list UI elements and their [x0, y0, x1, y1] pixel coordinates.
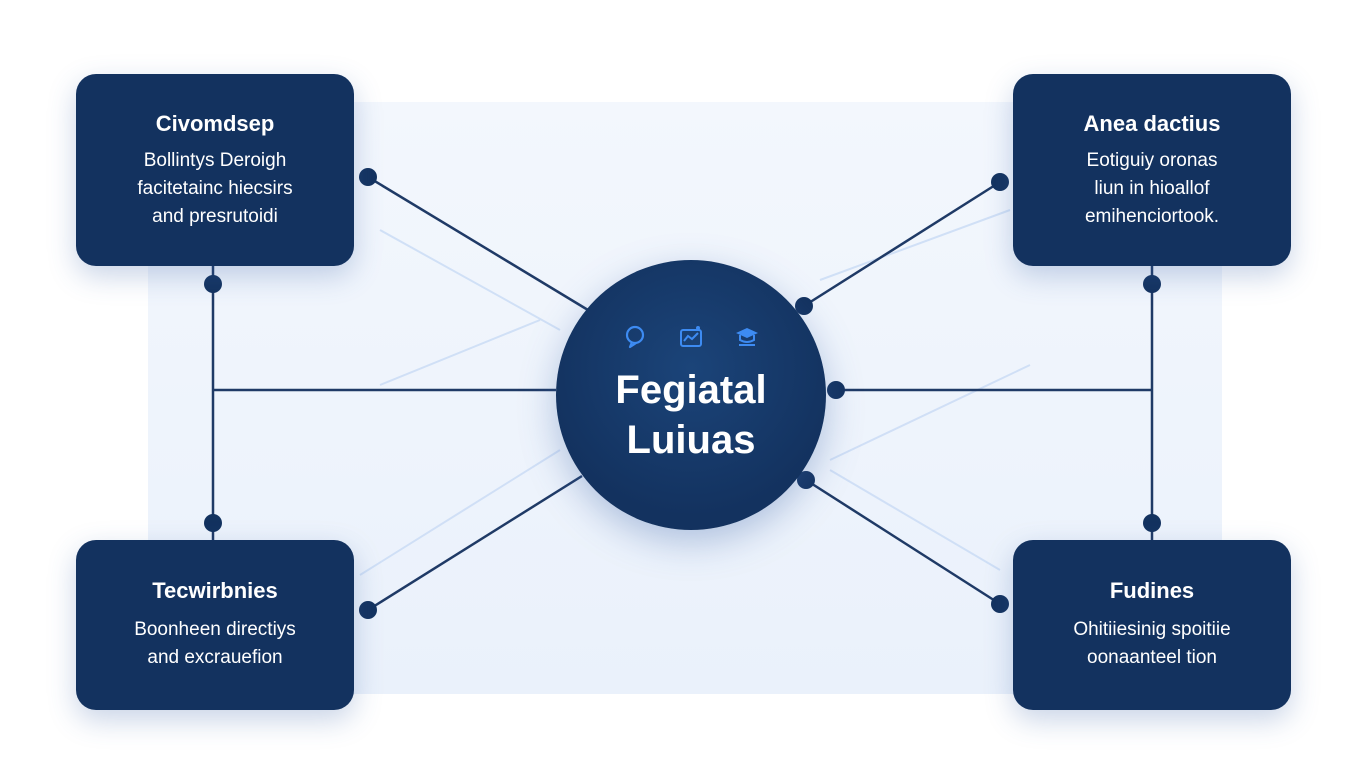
card-body: Boonheen directiys and excrauefion — [76, 616, 354, 672]
junction-dot — [797, 471, 815, 489]
chart-icon — [678, 324, 704, 350]
connector-top-left — [367, 175, 589, 312]
card-line: and presrutoidi — [152, 206, 278, 227]
card-title: Anea dactius — [1083, 111, 1221, 136]
junction-dot — [204, 514, 222, 532]
junction-dot — [359, 168, 377, 186]
card-line: emihenciortook. — [1084, 206, 1220, 227]
hub-title-line-2: Luiuas — [626, 418, 756, 462]
chat-bubble-icon — [622, 324, 648, 350]
card-line: Eotiguiy oronas — [1086, 150, 1218, 171]
hub-icon-row — [556, 324, 826, 350]
card-bottom-right: Fudines Ohitiiesinig spoitiie oonaanteel… — [1013, 540, 1291, 710]
card-body: Bollintys Deroigh facitetainc hiecsirs a… — [76, 147, 354, 231]
card-line: oonaanteel tion — [1087, 647, 1217, 668]
card-line: and excrauefion — [147, 647, 283, 668]
card-line: Bollintys Deroigh — [143, 150, 287, 171]
card-bottom-left: Tecwirbnies Boonheen directiys and excra… — [76, 540, 354, 710]
graduation-cap-icon — [734, 324, 760, 350]
junction-dot — [359, 601, 377, 619]
central-hub: Fegiatal Luiuas — [556, 260, 826, 530]
card-line: Ohitiiesinig spoitiie — [1073, 619, 1231, 640]
card-body: Eotiguiy oronas liun in hioallof emihenc… — [1013, 147, 1291, 231]
hub-title-line-1: Fegiatal — [615, 368, 767, 412]
junction-dot — [991, 595, 1009, 613]
junction-dot — [991, 173, 1009, 191]
card-top-right: Anea dactius Eotiguiy oronas liun in hio… — [1013, 74, 1291, 266]
junction-dot — [827, 381, 845, 399]
connector-bottom-left — [367, 474, 583, 612]
connector-top-right — [803, 180, 1001, 308]
card-line: facitetainc hiecsirs — [137, 178, 293, 199]
junction-dot — [1143, 514, 1161, 532]
card-title: Tecwirbnies — [152, 578, 278, 603]
card-title: Civomdsep — [155, 111, 275, 136]
card-line: liun in hioallof — [1094, 178, 1210, 199]
decorative-streaks — [359, 209, 1031, 576]
card-line: Boonheen directiys — [134, 619, 296, 640]
junction-dot — [1143, 275, 1161, 293]
card-body: Ohitiiesinig spoitiie oonaanteel tion — [1013, 616, 1291, 672]
junction-dot — [204, 275, 222, 293]
junction-dot — [795, 297, 813, 315]
connector-bottom-right — [805, 478, 1001, 606]
card-top-left: Civomdsep Bollintys Deroigh facitetainc … — [76, 74, 354, 266]
card-title: Fudines — [1109, 578, 1195, 603]
